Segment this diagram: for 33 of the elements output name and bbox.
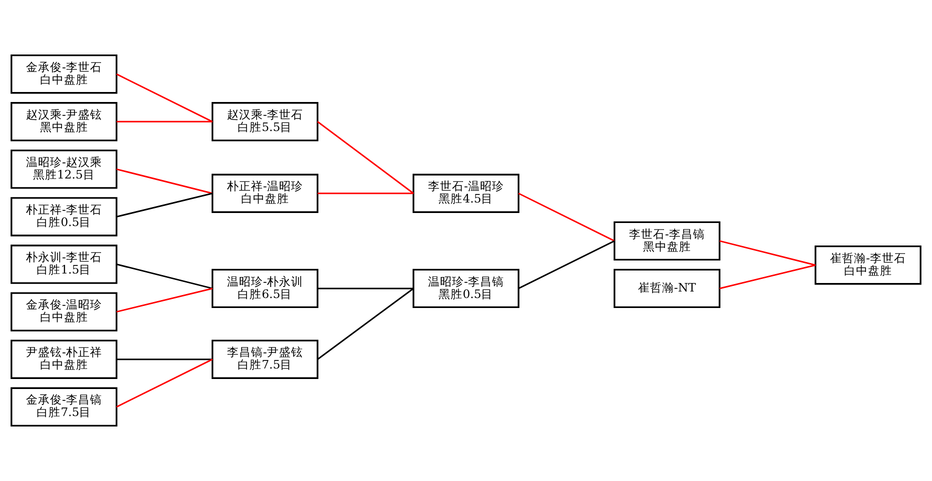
connector bbox=[317, 121, 414, 194]
connector bbox=[116, 358, 213, 408]
node-box: 金承俊-温昭珍 白中盘胜 bbox=[10, 292, 118, 332]
node-box: 尹盛铉-朴正祥 白中盘胜 bbox=[10, 340, 118, 379]
node-box: 赵汉乘-尹盛铉 黑中盘胜 bbox=[10, 102, 118, 142]
node-box: 朴永训-李世石 白胜1.5目 bbox=[10, 244, 118, 284]
connector bbox=[317, 288, 414, 360]
node-box: 李昌镐-尹盛铉 白胜7.5目 bbox=[212, 340, 318, 379]
connector bbox=[116, 120, 212, 122]
node-box: 温昭珍-赵汉乘 黑胜12.5目 bbox=[10, 150, 118, 189]
connector bbox=[318, 192, 414, 194]
node-box: 朴正祥-李世石 白胜0.5目 bbox=[10, 197, 118, 236]
node-box: 金承俊-李昌镐 白胜7.5目 bbox=[10, 387, 118, 426]
node-box: 金承俊-李世石 白中盘胜 bbox=[10, 54, 118, 94]
connector bbox=[116, 358, 212, 360]
node-box: 李世石-李昌镐 黑中盘胜 bbox=[614, 221, 720, 261]
connector bbox=[719, 240, 816, 266]
node-box: 李世石-温昭珍 黑胜4.5目 bbox=[412, 174, 520, 213]
connector bbox=[719, 264, 816, 290]
connector bbox=[116, 288, 213, 313]
connector bbox=[116, 264, 213, 290]
connector bbox=[116, 192, 213, 218]
node-box: 温昭珍-朴永训 白胜6.5目 bbox=[212, 268, 318, 308]
node-box: 崔哲瀚-李世石 白中盘胜 bbox=[814, 246, 922, 285]
connector bbox=[518, 192, 615, 242]
connector bbox=[116, 73, 213, 122]
connector bbox=[116, 168, 213, 194]
node-box: 崔哲瀚-NT bbox=[614, 268, 720, 308]
connector bbox=[318, 288, 414, 290]
node-box: 朴正祥-温昭珍 白中盘胜 bbox=[212, 174, 318, 213]
node-box: 赵汉乘-李世石 白胜5.5目 bbox=[212, 102, 318, 142]
node-box: 温昭珍-李昌镐 黑胜0.5目 bbox=[412, 268, 520, 308]
connector bbox=[518, 240, 615, 290]
